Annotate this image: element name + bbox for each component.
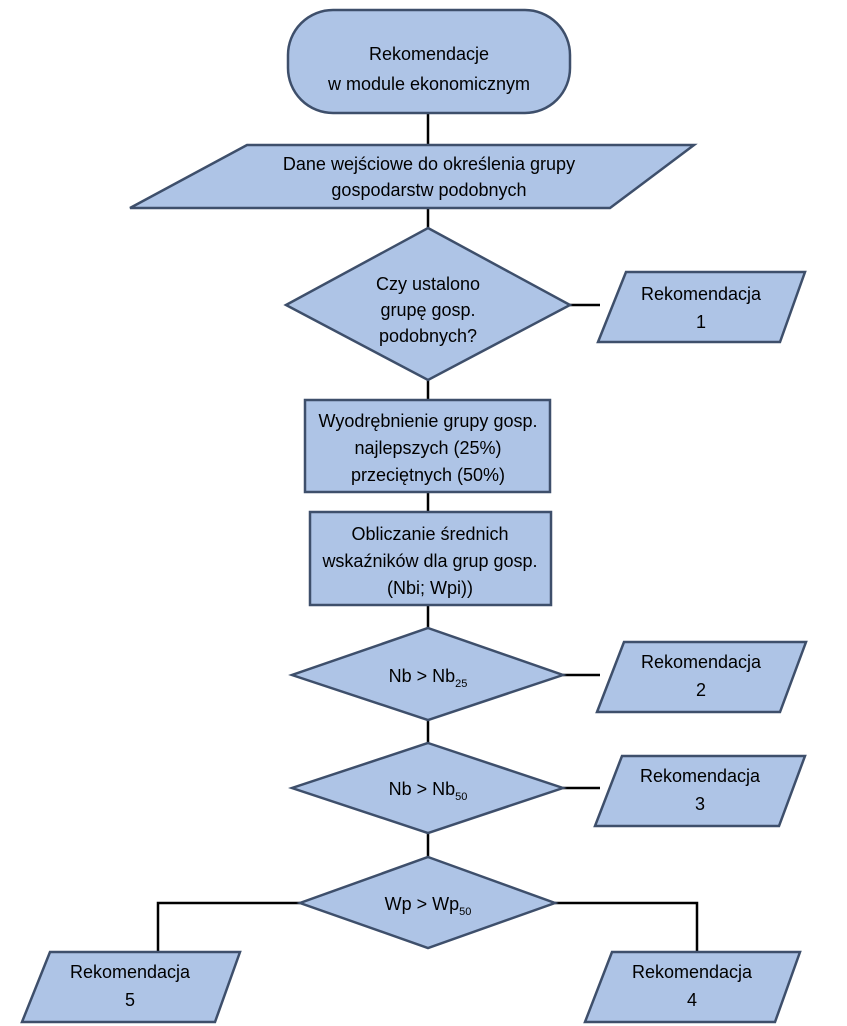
process-extract-line1: Wyodrębnienie grupy gosp. (319, 411, 538, 431)
process-extract-line3: przeciętnych (50%) (351, 465, 505, 485)
process-calculate-averages: Obliczanie średnich wskaźników dla grup … (308, 510, 553, 607)
process-calc-line3: (Nbi; Wpi)) (387, 578, 473, 598)
decision-group-line3: podobnych? (379, 326, 477, 346)
decision-nb-50-lhs: Nb > Nb (389, 779, 456, 799)
decision-group-shape (283, 226, 573, 382)
start-label-line1: Rekomendacje (369, 44, 489, 64)
connector-wp50-rec4 (555, 901, 699, 952)
decision-wp-50-label: Wp > Wp50 (385, 894, 472, 918)
recommendation-5: Rekomendacja 5 (20, 950, 242, 1024)
decision-wp-50-subscript: 50 (459, 906, 471, 918)
process-extract-groups: Wyodrębnienie grupy gosp. najlepszych (2… (303, 398, 552, 494)
decision-nb-25-shape (288, 626, 567, 722)
start-terminator-shape (286, 8, 572, 115)
decision-nb-50: Nb > Nb50 (288, 741, 567, 835)
decision-wp-50-lhs: Wp > Wp (385, 894, 460, 914)
decision-group-line2: grupę gosp. (380, 300, 475, 320)
connector-wp50-rec5 (156, 901, 300, 952)
decision-group-established: Czy ustalono grupę gosp. podobnych? (283, 226, 573, 382)
start-terminator: Rekomendacje w module ekonomicznym (286, 8, 572, 115)
recommendation-3-shape (593, 754, 807, 828)
recommendation-2-shape (595, 640, 808, 714)
recommendation-2-line1: Rekomendacja (641, 652, 762, 672)
decision-nb-25: Nb > Nb25 (288, 626, 567, 722)
recommendation-1-line2: 1 (696, 312, 706, 332)
decision-nb-50-subscript: 50 (455, 791, 467, 803)
decision-group-line1: Czy ustalono (376, 274, 480, 294)
decision-wp-50: Wp > Wp50 (296, 855, 559, 950)
input-data-box: Dane wejściowe do określenia grupy gospo… (129, 143, 698, 210)
process-calc-shape (308, 510, 553, 607)
decision-nb-50-label: Nb > Nb50 (389, 779, 468, 803)
decision-nb-50-shape (288, 741, 567, 835)
input-label-line2: gospodarstw podobnych (331, 180, 526, 200)
recommendation-4-line1: Rekomendacja (632, 962, 753, 982)
recommendation-3-line2: 3 (695, 794, 705, 814)
recommendation-2-line2: 2 (696, 680, 706, 700)
recommendation-5-shape (20, 950, 242, 1024)
process-calc-line1: Obliczanie średnich (351, 524, 508, 544)
recommendation-5-line1: Rekomendacja (70, 962, 191, 982)
process-extract-line2: najlepszych (25%) (354, 438, 501, 458)
decision-nb-25-subscript: 25 (455, 678, 467, 690)
decision-nb-25-label: Nb > Nb25 (389, 666, 468, 690)
connectors (156, 113, 699, 952)
recommendation-4-shape (583, 950, 802, 1024)
recommendation-5-line2: 5 (125, 990, 135, 1010)
recommendation-3-line1: Rekomendacja (640, 766, 761, 786)
process-extract-shape (303, 398, 552, 494)
process-calc-line2: wskaźników dla grup gosp. (321, 551, 537, 571)
recommendation-2: Rekomendacja 2 (595, 640, 808, 714)
recommendation-4: Rekomendacja 4 (583, 950, 802, 1024)
recommendation-3: Rekomendacja 3 (593, 754, 807, 828)
recommendation-4-line2: 4 (687, 990, 697, 1010)
recommendation-1-line1: Rekomendacja (641, 284, 762, 304)
start-label-line2: w module ekonomicznym (327, 74, 530, 94)
recommendation-1-shape (596, 270, 807, 344)
input-label-line1: Dane wejściowe do określenia grupy (283, 154, 575, 174)
decision-nb-25-lhs: Nb > Nb (389, 666, 456, 686)
decision-wp-50-shape (296, 855, 559, 950)
recommendation-1: Rekomendacja 1 (596, 270, 807, 344)
input-data-shape (129, 143, 698, 210)
